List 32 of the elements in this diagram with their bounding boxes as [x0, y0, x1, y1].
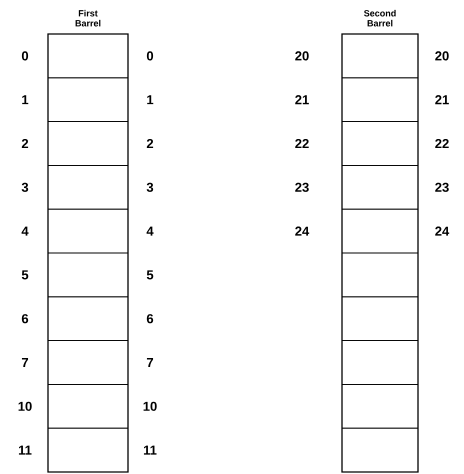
row-number: 11 [144, 446, 156, 455]
node-label: Second Barrel [364, 10, 396, 26]
row-number: 6 [22, 314, 28, 324]
row-number: 21 [435, 95, 449, 104]
row-number: 22 [435, 138, 449, 148]
row-number: 20 [435, 51, 449, 60]
row-number: 2 [22, 138, 28, 148]
row-number: 3 [146, 182, 154, 192]
row-number: 20 [295, 51, 309, 60]
row-number: 5 [146, 270, 154, 280]
row-number: 22 [295, 138, 309, 148]
row-number: 10 [18, 402, 32, 411]
row-number: 7 [22, 358, 28, 367]
node-label: First Barrel [76, 10, 100, 26]
row-number: 2 [146, 138, 154, 148]
row-number: 4 [22, 226, 29, 236]
row-number: 24 [295, 226, 310, 236]
row-number: 0 [22, 51, 28, 60]
row-number: 3 [22, 182, 28, 192]
row-number: 4 [146, 226, 154, 236]
row-number: 11 [18, 446, 32, 455]
row-number: 23 [295, 182, 309, 192]
row-number: 21 [295, 95, 309, 104]
row-number: 6 [146, 314, 154, 324]
row-number: 5 [22, 270, 28, 280]
row-number: 24 [435, 226, 450, 236]
row-number: 10 [144, 402, 157, 411]
row-number: 1 [147, 95, 154, 104]
row-number: 7 [146, 358, 154, 367]
row-number: 0 [146, 51, 154, 60]
row-number: 23 [435, 182, 449, 192]
row-number: 1 [22, 95, 28, 104]
